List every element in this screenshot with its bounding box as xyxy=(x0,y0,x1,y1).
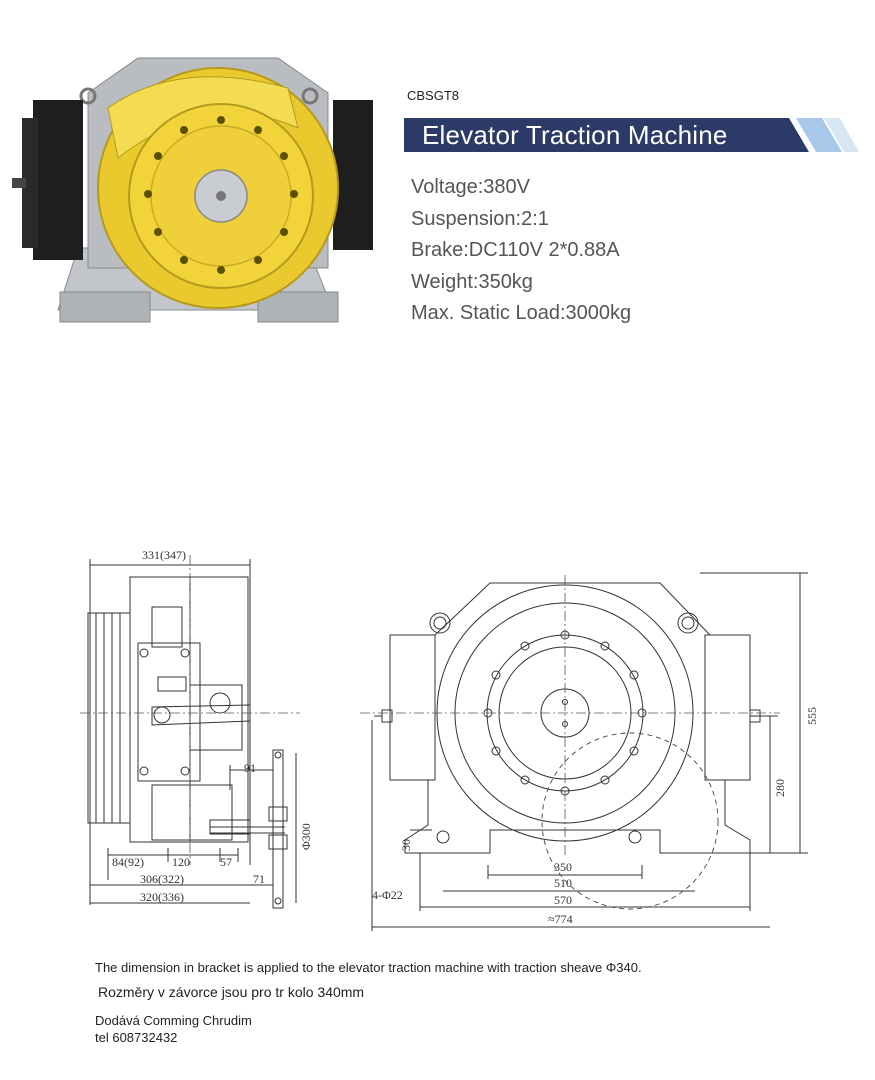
dim-331: 331(347) xyxy=(142,548,186,562)
dim-71: 71 xyxy=(253,872,265,886)
dim-320: 320(336) xyxy=(140,890,184,904)
bracket-note-czech: Rozměry v závorce jsou pro tr kolo 340mm xyxy=(98,984,365,1000)
spec-weight: Weight:350kg xyxy=(411,270,533,293)
title-banner: Elevator Traction Machine xyxy=(404,116,859,154)
technical-drawing: 331(347) 91 Φ300 84(92) 120 57 306(322) … xyxy=(80,548,819,931)
dim-91: 91 xyxy=(244,761,256,775)
dim-phi300: Φ300 xyxy=(299,823,313,850)
dim-555: 555 xyxy=(805,707,819,725)
dim-84: 84(92) xyxy=(112,855,144,869)
spec-brake: Brake:DC110V 2*0.88A xyxy=(411,239,620,261)
dim-350: 350 xyxy=(554,860,572,874)
spec-suspension: Suspension:2:1 xyxy=(411,207,549,230)
machine-photo xyxy=(12,57,373,323)
dim-120: 120 xyxy=(172,855,190,869)
dim-4phi22: 4-Φ22 xyxy=(372,888,403,902)
dim-570: 570 xyxy=(554,893,572,907)
bracket-note: The dimension in bracket is applied to t… xyxy=(95,960,642,975)
supplier-name: Dodává Comming Chrudim xyxy=(95,1013,252,1028)
dim-280: 280 xyxy=(773,779,787,797)
product-title: Elevator Traction Machine xyxy=(422,120,728,150)
dim-57: 57 xyxy=(220,855,232,869)
dim-774: ≈774 xyxy=(548,912,573,926)
spec-voltage: Voltage:380V xyxy=(411,176,530,198)
supplier-phone: tel 608732432 xyxy=(95,1030,178,1045)
dim-306: 306(322) xyxy=(140,872,184,886)
model-number: CBSGT8 xyxy=(407,88,460,103)
title-banner-shape xyxy=(404,118,859,152)
spec-list: Voltage:380V Suspension:2:1 Brake:DC110V… xyxy=(411,172,631,330)
dim-510: 510 xyxy=(554,876,572,890)
spec-static-load: Max. Static Load:3000kg xyxy=(411,302,632,324)
dim-30: 30 xyxy=(399,839,413,851)
